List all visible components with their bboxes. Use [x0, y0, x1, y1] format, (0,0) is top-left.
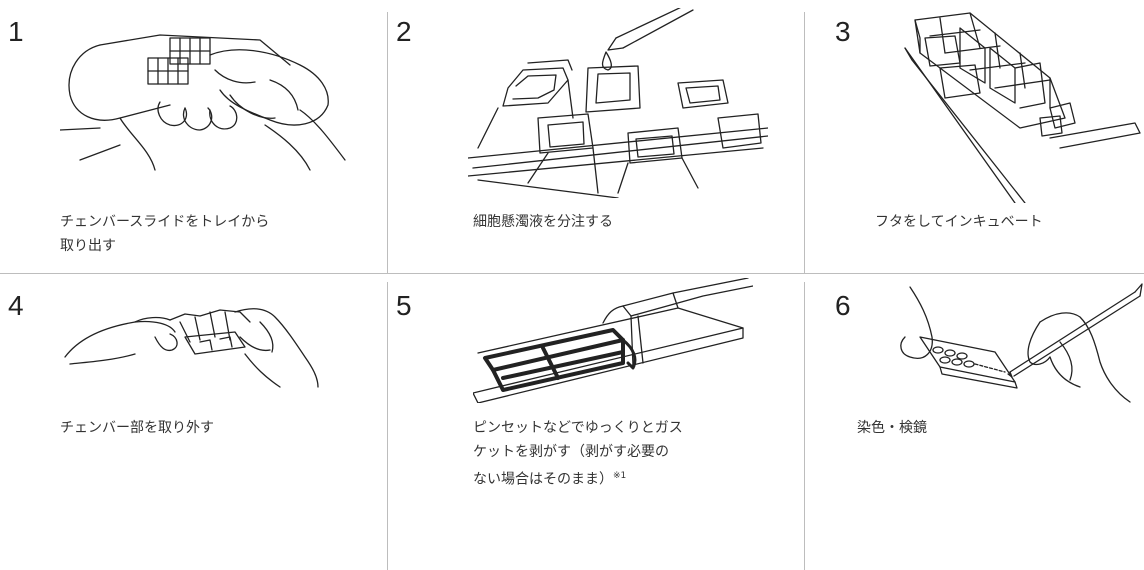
step-number: 2: [396, 16, 412, 47]
step-caption: チェンバースライドをトレイから 取り出す: [60, 214, 270, 254]
row-divider: [0, 273, 1144, 274]
column-divider: [804, 282, 805, 570]
step-6: 6 染色・検鏡: [805, 274, 1144, 570]
step-1: 1: [0, 0, 387, 273]
step-caption-text: ピンセットなどでゆっくりとガス ケットを剥がす（剥がす必要の ない場合はそのまま…: [473, 420, 683, 488]
step-caption: フタをしてインキュベート: [875, 214, 1043, 230]
step-number: 4: [8, 290, 24, 321]
column-divider: [387, 12, 388, 274]
footnote-marker: ※1: [613, 471, 627, 481]
pipette-dispensing-into-wells-icon: [468, 8, 768, 198]
covered-chamber-slide-icon: [900, 8, 1144, 203]
labeling-slide-with-pen-icon: [890, 282, 1144, 407]
step-2: 2: [388, 0, 804, 273]
step-5: 5 ピンセットなどでゆっくりとガス ケットを剥がす（剥がす必要の ない場合はその…: [388, 274, 804, 570]
hands-removing-slide-from-tray-icon: [60, 10, 350, 180]
step-caption: ピンセットなどでゆっくりとガス ケットを剥がす（剥がす必要の ない場合はそのまま…: [473, 416, 793, 492]
column-divider: [804, 12, 805, 274]
column-divider: [387, 282, 388, 570]
step-4: 4 チェンバー部を取り外す: [0, 274, 387, 570]
step-number: 1: [8, 16, 24, 47]
step-number: 3: [835, 16, 851, 47]
step-3: 3 フタをしてインキュベート: [805, 0, 1144, 273]
step-number: 5: [396, 290, 412, 321]
peeling-gasket-icon: [473, 278, 753, 403]
step-caption: チェンバー部を取り外す: [60, 420, 214, 436]
step-number: 6: [835, 290, 851, 321]
step-caption: 細胞懸濁液を分注する: [473, 214, 613, 230]
step-caption: 染色・検鏡: [857, 420, 927, 436]
hands-removing-chamber-icon: [60, 292, 320, 392]
